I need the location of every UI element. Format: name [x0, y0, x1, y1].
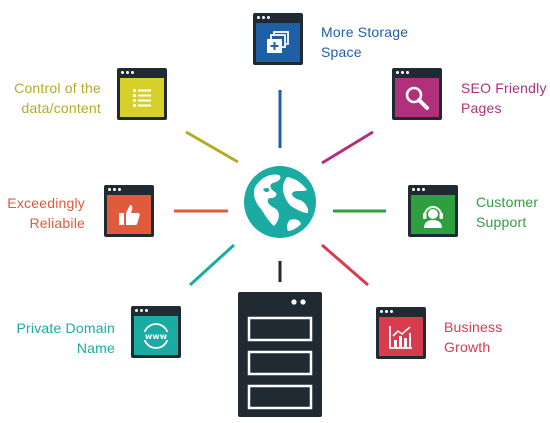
svg-text:www: www [145, 332, 168, 341]
storage-label: More Storage Space [321, 22, 408, 62]
globe-icon [244, 166, 316, 238]
control-label-line-1: Control of the [14, 80, 101, 96]
support-agent-icon [423, 205, 443, 228]
seo-label-line-1: SEO Friendly [461, 80, 547, 96]
growth-label-line-1: Business [444, 319, 503, 335]
support-label-line-2: Support [476, 214, 527, 230]
control-label-line-2: data/content [21, 100, 101, 116]
domain-label-line-2: Name [76, 340, 115, 356]
window-dots [135, 309, 150, 313]
reliable-window [104, 185, 154, 237]
reliable-label-line-1: Exceedingly [7, 195, 85, 211]
domain-label: Private Domain Name [16, 318, 115, 358]
support-panel [411, 195, 455, 234]
growth-label: Business Growth [444, 317, 502, 357]
storage-label-line-1: More Storage [321, 24, 409, 40]
support-label: Customer Support [476, 192, 538, 232]
growth-window [376, 307, 426, 359]
domain-window: www [131, 306, 181, 358]
storage-window [253, 13, 303, 65]
window-dots [121, 71, 136, 75]
seo-label-line-2: Pages [461, 100, 502, 116]
support-window [408, 185, 458, 237]
window-dots [108, 188, 123, 192]
reliable-label-line-2: Reliabile [29, 215, 85, 231]
window-dots [257, 16, 272, 20]
magnifier-icon [405, 86, 429, 110]
server-rack-icon [238, 292, 322, 417]
bar-chart-growth-icon [389, 325, 412, 349]
control-panel [120, 78, 164, 117]
connector-growth [321, 243, 369, 287]
thumbs-up-icon [119, 204, 140, 225]
add-folder-icon [267, 30, 289, 53]
domain-label-line-1: Private Domain [16, 320, 115, 336]
seo-window [392, 68, 442, 120]
growth-label-line-2: Growth [444, 339, 491, 355]
storage-label-line-2: Space [321, 44, 362, 60]
reliable-label: Exceedingly Reliabile [7, 193, 85, 233]
connector-seo [321, 130, 374, 165]
list-icon [133, 88, 151, 107]
connector-domain [188, 243, 236, 287]
growth-panel [379, 317, 423, 356]
reliable-panel [107, 195, 151, 234]
connector-control [185, 130, 239, 164]
www-globe-icon: www [142, 322, 170, 349]
window-dots [380, 310, 395, 314]
support-label-line-1: Customer [476, 194, 539, 210]
control-window [117, 68, 167, 120]
storage-panel [256, 23, 300, 62]
control-label: Control of the data/content [14, 78, 101, 118]
window-dots [396, 71, 411, 75]
seo-panel [395, 78, 439, 117]
seo-label: SEO Friendly Pages [461, 78, 547, 118]
window-dots [412, 188, 427, 192]
domain-panel: www [134, 316, 178, 355]
